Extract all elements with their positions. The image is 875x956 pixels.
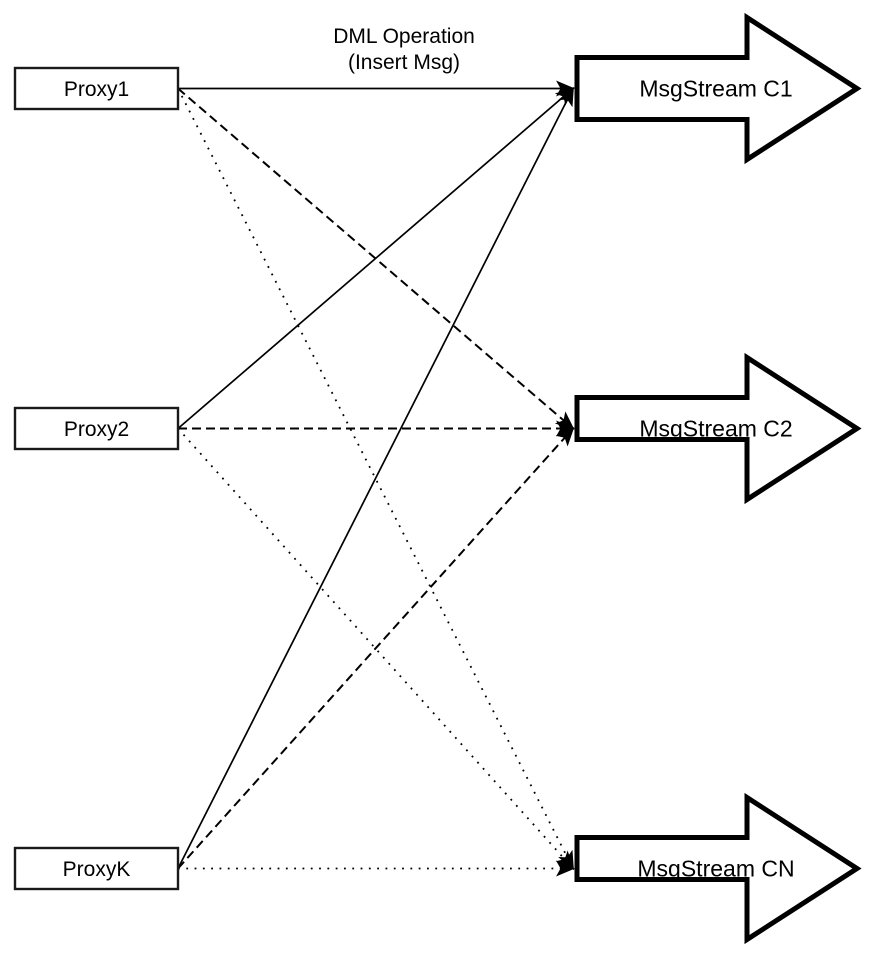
msgstream-cn-arrow-icon <box>574 792 862 945</box>
proxy-node-k: ProxyK <box>13 846 180 891</box>
connection-proxyk-msgstream-c2 <box>177 427 575 870</box>
msgstream-node-c1: MsgStream C1 <box>574 12 862 165</box>
connection-proxy1-msgstream-c2 <box>177 87 575 430</box>
msgstream-c2-arrow-icon <box>574 352 862 505</box>
proxyk-box <box>13 846 180 891</box>
proxyk-label: ProxyK <box>63 858 131 881</box>
proxy1-box <box>13 66 180 111</box>
connection-proxyk-msgstream-c1 <box>177 86 574 869</box>
msgstream-node-cn: MsgStream CN <box>574 792 862 945</box>
proxy1-label: Proxy1 <box>64 78 129 101</box>
proxy2-label: Proxy2 <box>64 418 129 441</box>
msgstream-c2-label: MsgStream C2 <box>639 416 792 442</box>
msgstream-cn-label: MsgStream CN <box>637 856 794 882</box>
title-line-1: DML Operation <box>333 25 475 48</box>
msgstream-c1-arrow-icon <box>574 12 862 165</box>
title-line-2: (Insert Msg) <box>348 51 460 74</box>
proxy-node-1: Proxy1 <box>13 66 180 111</box>
proxy-node-2: Proxy2 <box>13 406 180 451</box>
msgstream-c1-label: MsgStream C1 <box>639 76 792 102</box>
diagram-title: DML Operation (Insert Msg) <box>333 25 475 74</box>
proxy2-box <box>13 406 180 451</box>
msgstream-node-c2: MsgStream C2 <box>574 352 862 505</box>
